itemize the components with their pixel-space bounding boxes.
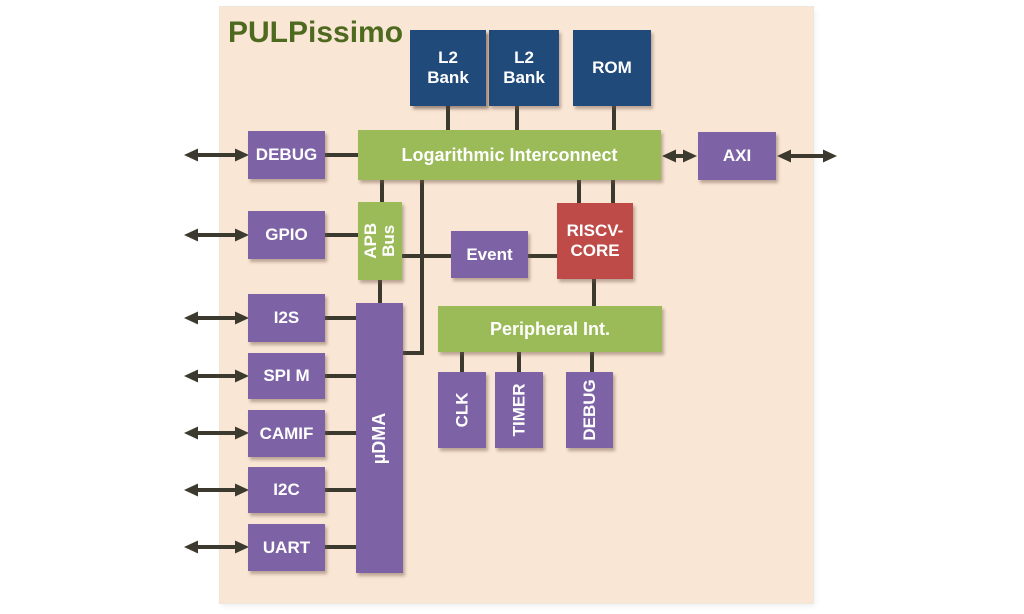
block-uart: UART <box>248 524 325 571</box>
block-event-label: Event <box>466 244 513 264</box>
block-apb-bus-label: APB Bus <box>361 223 398 259</box>
diagram-title: PULPissimo <box>228 16 404 49</box>
block-udma-label: µDMA <box>369 412 390 464</box>
block-uart-label: UART <box>262 537 311 557</box>
block-camif: CAMIF <box>248 410 325 457</box>
arrowhead-icon <box>184 540 198 554</box>
arrowhead-icon <box>184 311 198 325</box>
block-rom-label: ROM <box>592 58 632 78</box>
block-timer-label: TIMER <box>509 383 529 437</box>
block-i2c: I2C <box>248 467 325 513</box>
arrowhead-icon <box>235 369 249 383</box>
block-axi-label: AXI <box>722 146 752 166</box>
arrowhead-icon <box>235 148 249 162</box>
block-spi-m: SPI M <box>248 353 325 399</box>
block-riscv-core-label: RISCV- CORE <box>566 221 624 260</box>
block-peripheral-int-label: Peripheral Int. <box>489 318 611 339</box>
arrowhead-icon <box>235 483 249 497</box>
block-debug-periph-label: DEBUG <box>579 379 599 441</box>
block-riscv-core: RISCV- CORE <box>557 203 633 279</box>
block-event: Event <box>451 231 528 278</box>
block-rom: ROM <box>573 30 651 106</box>
block-apb-bus: APB Bus <box>358 202 402 280</box>
block-i2c-label: I2C <box>273 480 300 500</box>
block-clk: CLK <box>438 372 486 448</box>
arrowhead-icon <box>823 149 837 163</box>
arrowhead-icon <box>184 426 198 440</box>
block-l2-bank-2-label: L2 Bank <box>503 48 545 87</box>
arrowhead-icon <box>235 426 249 440</box>
arrowhead-icon <box>683 149 697 163</box>
wire-udma-interconnect <box>402 178 424 355</box>
arrowhead-icon <box>184 148 198 162</box>
block-camif-label: CAMIF <box>259 423 314 443</box>
arrowhead-icon <box>184 228 198 242</box>
block-gpio-label: GPIO <box>265 225 308 245</box>
block-udma: µDMA <box>356 303 403 573</box>
block-debug-periph: DEBUG <box>566 372 613 448</box>
block-spi-m-label: SPI M <box>263 366 310 386</box>
arrowhead-icon <box>184 483 198 497</box>
block-peripheral-int: Peripheral Int. <box>438 306 662 352</box>
arrowhead-icon <box>662 149 676 163</box>
block-debug-label: DEBUG <box>255 145 318 165</box>
block-debug: DEBUG <box>248 131 325 179</box>
block-logarithmic-interconnect: Logarithmic Interconnect <box>358 130 661 180</box>
arrowhead-icon <box>235 311 249 325</box>
block-l2-bank-2: L2 Bank <box>489 30 559 106</box>
block-timer: TIMER <box>495 372 543 448</box>
arrowheads <box>184 148 837 554</box>
arrowhead-icon <box>235 228 249 242</box>
arrowhead-icon <box>235 540 249 554</box>
block-l2-bank-1: L2 Bank <box>410 30 486 106</box>
block-i2s-label: I2S <box>273 308 300 328</box>
block-gpio: GPIO <box>248 211 325 259</box>
arrowhead-icon <box>184 369 198 383</box>
arrowhead-icon <box>777 149 791 163</box>
block-l2-bank-1-label: L2 Bank <box>427 48 469 87</box>
block-clk-label: CLK <box>452 392 472 428</box>
block-axi: AXI <box>698 132 776 180</box>
block-i2s: I2S <box>248 294 325 342</box>
block-interconnect-label: Logarithmic Interconnect <box>401 144 618 165</box>
